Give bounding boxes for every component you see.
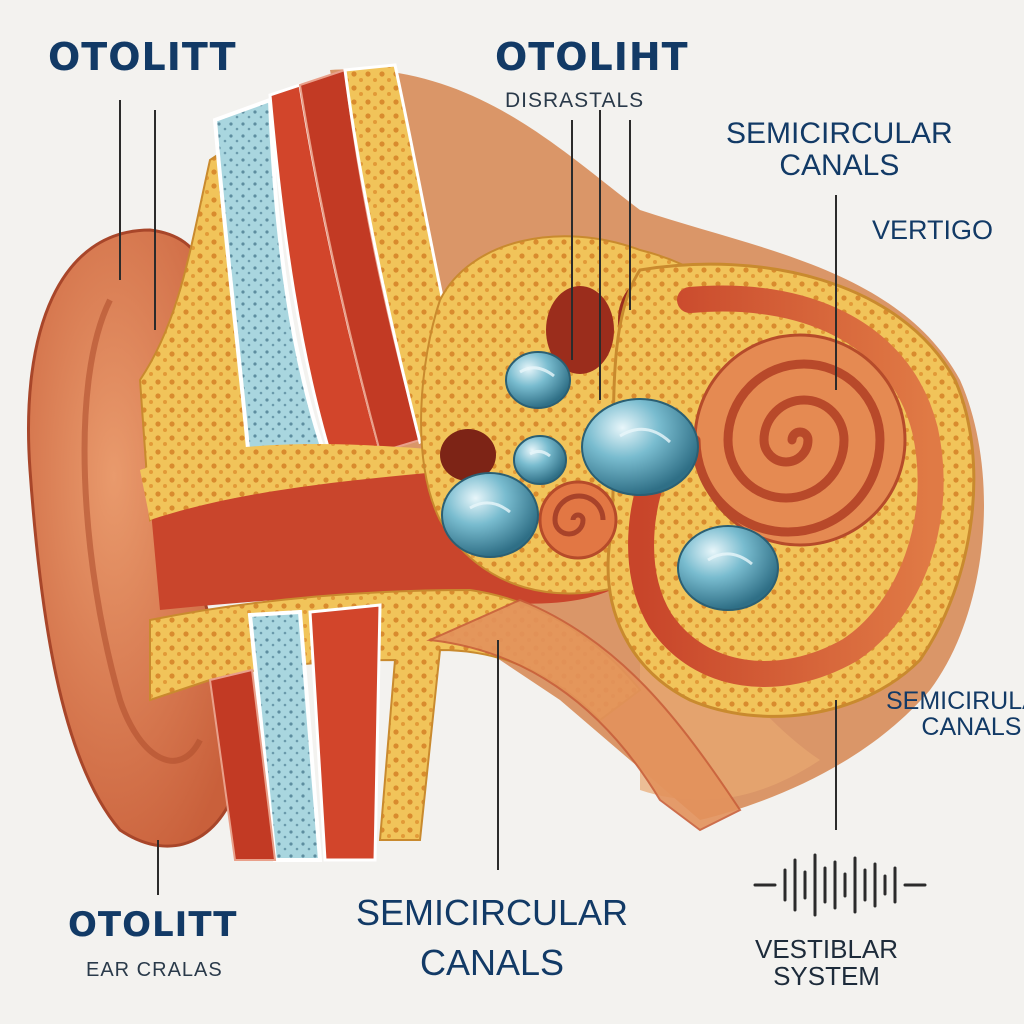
otolith-4 bbox=[441, 472, 539, 558]
otolith-5 bbox=[677, 525, 779, 611]
otolith-1 bbox=[505, 351, 571, 409]
label-otolitt-top: OTOLITT bbox=[48, 35, 237, 79]
label-otoliht-top: OTOLIHT bbox=[495, 35, 689, 79]
label-ear-cralas: EAR CRALAS bbox=[86, 959, 223, 981]
cochlea-spiral bbox=[691, 333, 907, 547]
label-semicirular-right-low: SEMICIRULAR CANALS bbox=[886, 687, 1024, 742]
chamber-cavity-3 bbox=[440, 429, 496, 481]
lower-cartilage bbox=[247, 609, 323, 862]
otolith-crystals bbox=[441, 351, 779, 611]
otolith-3 bbox=[513, 435, 567, 485]
label-vestiblar-system: VESTIBLAR SYSTEM bbox=[755, 934, 899, 992]
label-otolitt-bottom: OTOLITT bbox=[68, 905, 238, 945]
lower-tube bbox=[426, 598, 742, 832]
upper-bone-base bbox=[140, 444, 460, 520]
otolith-2 bbox=[581, 398, 699, 496]
label-disrastals: DISRASTALS bbox=[505, 89, 645, 112]
lower-muscle bbox=[308, 603, 382, 862]
sound-wave-icon bbox=[753, 853, 927, 917]
small-curl bbox=[538, 480, 618, 560]
lower-muscle-2 bbox=[208, 668, 277, 861]
label-vertigo: VERTIGO bbox=[872, 215, 994, 245]
label-semicircular-right: SEMICIRCULAR CANALS bbox=[726, 117, 953, 182]
cochlea-canal-ring bbox=[628, 285, 944, 687]
chamber-cavity-1 bbox=[546, 286, 614, 374]
leader-lines bbox=[119, 100, 837, 895]
label-semicircular-bottom: SEMICIRCULAR CANALS bbox=[356, 892, 629, 984]
ear-fold bbox=[81, 298, 203, 764]
